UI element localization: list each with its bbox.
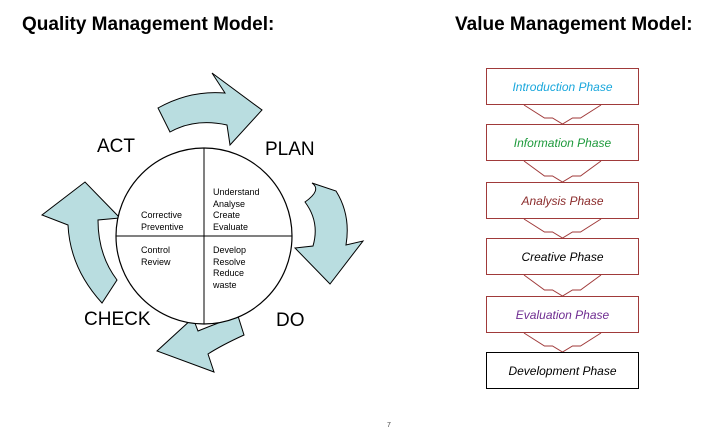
phase-connector-arrow	[523, 160, 602, 183]
quadrant-line: Corrective	[141, 210, 183, 220]
phase-connector-arrow	[523, 274, 602, 297]
phase-connector-arrow	[523, 218, 602, 239]
plan-label: PLAN	[265, 139, 315, 160]
quadrant-line: Analyse	[213, 198, 246, 209]
quadrant-line: Resolve	[213, 256, 246, 267]
phase-information: Information Phase	[486, 124, 639, 161]
do-arrow	[293, 182, 365, 285]
quadrant-line: Understand	[213, 187, 260, 197]
phase-analysis: Analysis Phase	[486, 182, 639, 219]
value-model-title: Value Management Model:	[455, 14, 693, 35]
quadrant-line: Develop	[213, 245, 247, 255]
phase-label: Information Phase	[513, 135, 612, 150]
quadrant-act-text: Corrective Preventive	[141, 210, 184, 233]
phase-evaluation: Evaluation Phase	[486, 296, 639, 333]
phase-label: Introduction Phase	[512, 79, 613, 94]
quadrant-line: Create	[213, 210, 241, 220]
phase-introduction: Introduction Phase	[486, 68, 639, 105]
act-label: ACT	[97, 136, 135, 157]
plan-arrow	[157, 72, 263, 147]
phase-connector-arrow	[523, 332, 602, 353]
phase-connector-arrow	[523, 104, 602, 125]
quadrant-plan-text: Understand Analyse Create Evaluate	[213, 187, 260, 233]
page-number: 7	[387, 422, 391, 429]
phase-creative: Creative Phase	[486, 238, 639, 275]
quadrant-line: Evaluate	[213, 221, 249, 232]
quality-model-title: Quality Management Model:	[22, 14, 275, 35]
quadrant-line: Control	[141, 245, 171, 255]
quadrant-check-text: Control Review	[141, 245, 171, 268]
quadrant-do-text: Develop Resolve Reduce waste	[213, 245, 246, 291]
quadrant-line: Reduce	[213, 268, 245, 278]
phase-label: Creative Phase	[521, 249, 604, 264]
phase-development: Development Phase	[486, 352, 639, 389]
phase-label: Evaluation Phase	[515, 307, 610, 322]
act-arrow	[40, 181, 122, 304]
do-label: DO	[276, 310, 305, 331]
check-label: CHECK	[84, 309, 151, 330]
quadrant-line: waste	[213, 279, 237, 290]
quadrant-line: Preventive	[141, 221, 184, 232]
quadrant-line: Review	[141, 256, 171, 267]
phase-label: Development Phase	[508, 363, 617, 378]
phase-label: Analysis Phase	[521, 193, 604, 208]
